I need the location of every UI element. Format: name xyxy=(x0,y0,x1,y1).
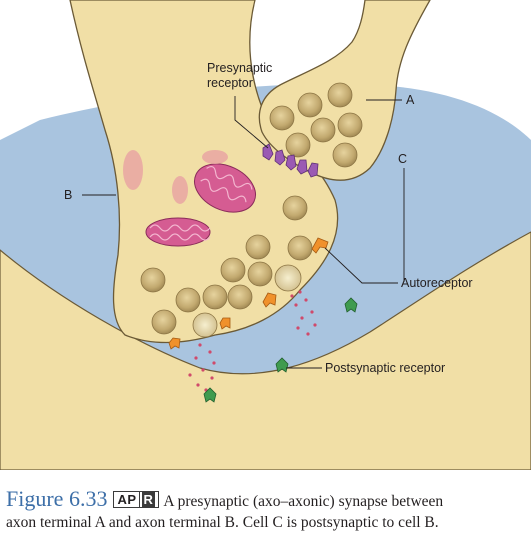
postsynaptic-receptors xyxy=(203,297,358,403)
caption-line-1: A presynaptic (axo–axonic) synapse betwe… xyxy=(163,493,444,510)
mitochondrion-pale xyxy=(202,150,228,164)
label-b: B xyxy=(64,188,72,202)
neurotransmitter-molecules xyxy=(188,290,317,392)
label-c: C xyxy=(398,152,407,166)
figure-number: Figure 6.33 xyxy=(6,486,108,511)
mitochondrion xyxy=(145,217,211,247)
mitochondrion xyxy=(194,163,256,213)
presynaptic-receptors xyxy=(262,143,319,178)
vesicles-b xyxy=(140,195,313,335)
apr-badge-left: AP xyxy=(117,492,137,507)
label-presynaptic-receptor: receptor xyxy=(207,76,253,90)
label-postsynaptic-receptor: Postsynaptic receptor xyxy=(325,361,445,375)
label-presynaptic-receptor: Presynaptic xyxy=(207,61,272,75)
apr-badge-right: R xyxy=(141,492,156,507)
fusing-vesicle xyxy=(274,264,302,292)
autoreceptors xyxy=(168,237,329,350)
figure-caption: Figure 6.33 AP R A presynaptic (axo–axonic)… xyxy=(6,488,526,532)
label-autoreceptor: Autoreceptor xyxy=(401,276,473,290)
apr-badge[interactable]: AP R xyxy=(113,491,160,508)
label-a: A xyxy=(406,93,415,107)
mitochondrion-pale xyxy=(172,176,188,204)
vesicles-a xyxy=(269,82,363,168)
synapse-diagram: Presynaptic receptor A C B Autoreceptor … xyxy=(0,0,531,470)
leader-lines xyxy=(82,96,405,369)
fusing-vesicle xyxy=(192,312,218,338)
caption-line-2: axon terminal A and axon terminal B. Cel… xyxy=(6,514,439,531)
mitochondrion-pale xyxy=(123,150,143,190)
